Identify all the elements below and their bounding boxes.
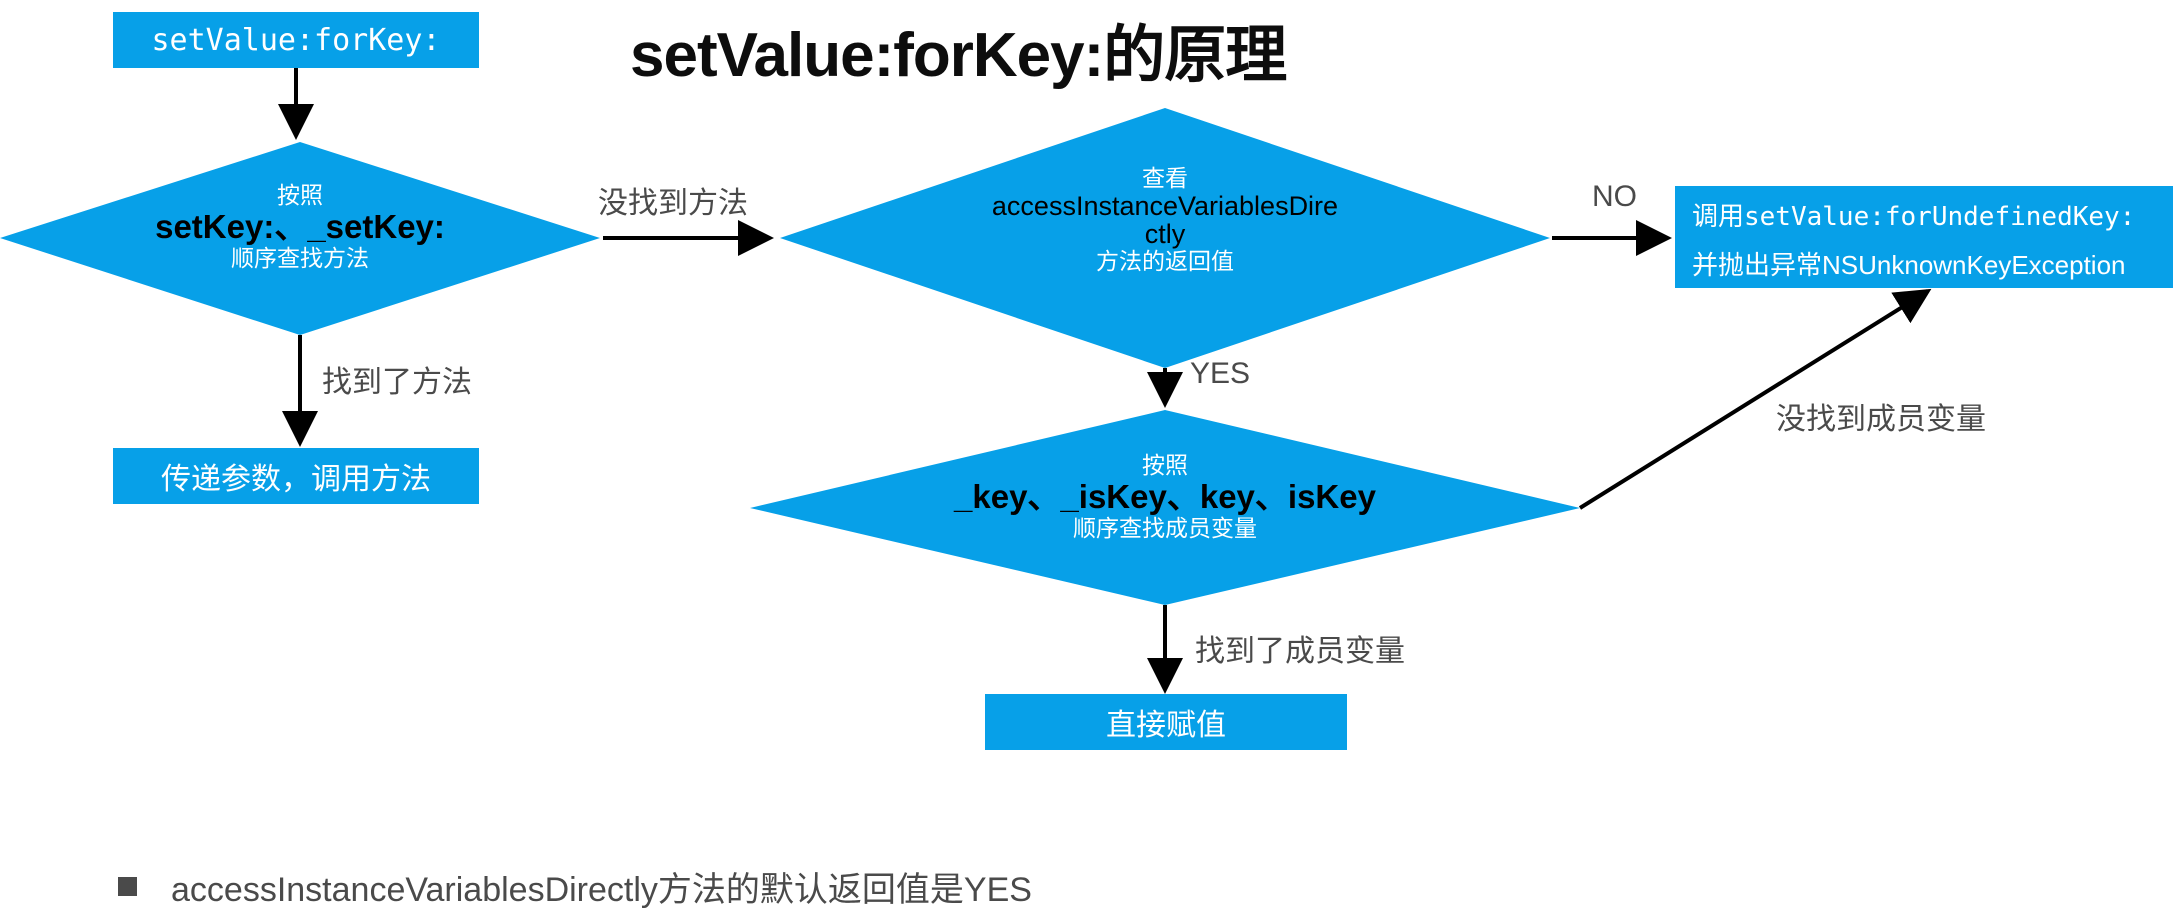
page-title: setValue:forKey:的原理 — [630, 21, 1287, 90]
decision-method-line1: 按照 — [277, 182, 323, 208]
connector-ivar-to-exception — [1578, 288, 1932, 510]
decision-ivar-line1: 按照 — [1142, 452, 1188, 478]
footnote-bullet-row: accessInstanceVariablesDirectly方法的默认返回值是… — [118, 862, 1032, 911]
decision-access-shape — [780, 108, 1550, 368]
decision-method-line2: setKey:、_setKey: — [155, 207, 445, 245]
decision-method-text: 按照 setKey:、_setKey: 顺序查找方法 — [60, 182, 540, 271]
edge-label-ivar-found: 找到了成员变量 — [1195, 635, 1405, 668]
exception-box-line2: 并抛出异常NSUnknownKeyException — [1692, 250, 2126, 280]
decision-access-line3: 方法的返回值 — [1096, 247, 1234, 274]
process-assign-shape — [985, 694, 1347, 750]
decision-ivar-text: 按照 _key、_isKey、key、isKey 顺序查找成员变量 — [880, 452, 1450, 541]
edge-label-method-not-found: 没找到方法 — [598, 187, 748, 220]
exception-box-shape — [1675, 186, 2173, 288]
decision-ivar-shape — [750, 410, 1580, 605]
decision-access-text: 查看 accessInstanceVariablesDire ctly 方法的返… — [880, 165, 1450, 275]
edge-label-ivar-not-found: 没找到成员变量 — [1776, 403, 1986, 436]
decision-method-shape — [0, 142, 600, 335]
edge-label-access-no: NO — [1592, 180, 1637, 213]
process-call-shape — [113, 448, 479, 504]
decision-ivar-line3: 顺序查找成员变量 — [1073, 514, 1257, 541]
decision-access-line2: accessInstanceVariablesDire — [991, 190, 1339, 221]
decision-method-line3: 顺序查找方法 — [231, 244, 369, 271]
square-bullet-icon — [118, 877, 137, 896]
decision-ivar-line2: _key、_isKey、key、isKey — [954, 477, 1376, 515]
process-assign-label: 直接赋值 — [1106, 709, 1226, 742]
footnote-text: accessInstanceVariablesDirectly方法的默认返回值是… — [171, 871, 1032, 909]
process-call-label: 传递参数，调用方法 — [161, 463, 431, 496]
exception-box-line1: 调用setValue:forUndefinedKey: — [1692, 202, 2136, 232]
edge-label-access-yes: YES — [1190, 357, 1251, 390]
decision-access-line1: 查看 — [1142, 165, 1188, 191]
edge-label-method-found: 找到了方法 — [322, 366, 472, 399]
entry-box-label: setValue:forKey: — [151, 22, 441, 58]
entry-box-shape — [113, 12, 479, 68]
decision-access-line2b: ctly — [1144, 219, 1186, 250]
